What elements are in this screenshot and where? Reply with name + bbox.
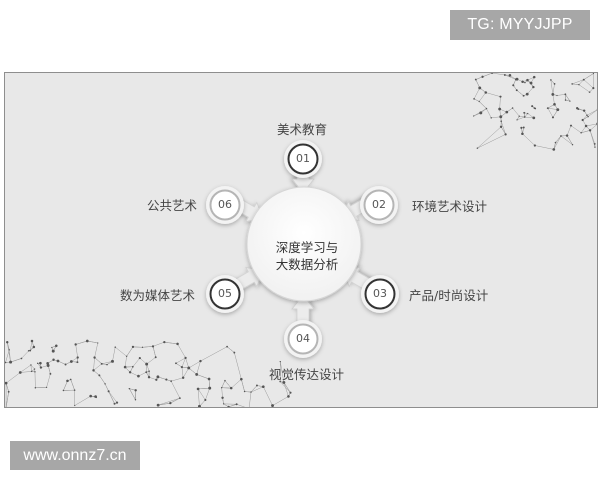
node-04-label: 视觉传达设计 [269, 367, 345, 382]
node-02-number: 02 [372, 198, 386, 211]
node-05 [206, 275, 244, 313]
node-03 [361, 275, 399, 313]
center-hub [246, 186, 362, 302]
node-01-number: 01 [296, 152, 310, 165]
top-watermark: TG: MYYJJPP [450, 10, 590, 40]
network-web-decoration [5, 73, 597, 407]
hub-diagram [206, 140, 399, 358]
center-title-line2: 大数据分析 [275, 257, 339, 272]
node-02-label: 环境艺术设计 [412, 199, 488, 214]
node-05-label: 数为媒体艺术 [120, 288, 196, 303]
node-06-number: 06 [218, 198, 232, 211]
center-title: 深度学习与 大数据分析 [247, 239, 367, 273]
center-title-line1: 深度学习与 [275, 240, 339, 255]
node-04-number: 04 [296, 332, 310, 345]
node-06-label: 公共艺术 [147, 198, 198, 213]
node-03-label: 产品/时尚设计 [409, 288, 489, 303]
node-01-label: 美术教育 [277, 122, 328, 137]
bottom-watermark: www.onnz7.cn [10, 441, 140, 470]
node-01 [284, 140, 322, 178]
node-06 [206, 186, 244, 224]
slide: 深度学习与 大数据分析 01 02 03 04 05 06 美术教育 环境艺术设… [4, 72, 598, 408]
node-05-number: 05 [218, 287, 232, 300]
node-03-number: 03 [373, 287, 387, 300]
node-02 [360, 186, 398, 224]
node-04 [284, 320, 322, 358]
